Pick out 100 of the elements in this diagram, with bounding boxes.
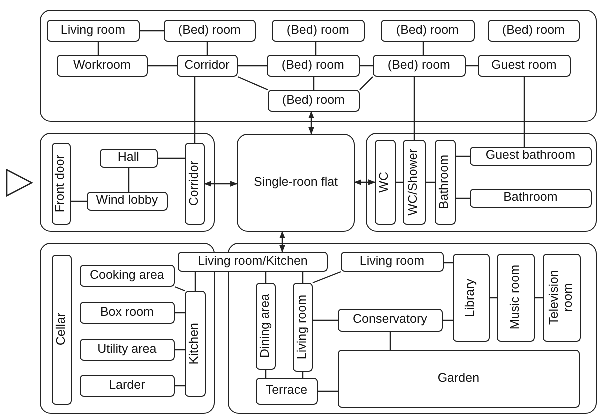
connector-line xyxy=(396,182,403,184)
connector-line xyxy=(390,332,392,350)
connector-line xyxy=(194,272,196,291)
connector-line xyxy=(175,385,185,387)
connector-line xyxy=(360,65,373,67)
room-box xyxy=(292,282,313,372)
connector-line xyxy=(194,77,196,143)
room-label: Hall xyxy=(118,151,140,166)
room-box xyxy=(178,252,328,272)
room-label: Garden xyxy=(438,372,480,386)
room-box xyxy=(80,374,175,397)
connector-line xyxy=(315,42,317,55)
group-box xyxy=(228,243,597,414)
connector-line xyxy=(71,200,87,202)
connector-line xyxy=(265,370,267,378)
room-label: (Bed) room xyxy=(282,58,344,73)
room-label: Terrace xyxy=(266,384,308,398)
connector-line xyxy=(302,272,304,283)
room-label: Living room xyxy=(360,254,424,269)
room-label: Corridor xyxy=(184,58,230,73)
room-box xyxy=(478,54,571,77)
connector-line xyxy=(466,65,478,67)
connector-line xyxy=(456,156,470,158)
room-label: Utility area xyxy=(98,342,157,357)
room-box xyxy=(46,20,140,42)
room-label: Guest bathroom xyxy=(486,149,576,164)
connector-line xyxy=(524,77,526,147)
room-label: Guest room xyxy=(492,58,557,73)
room-label: Music room xyxy=(508,265,523,330)
room-label: Television room xyxy=(548,269,576,328)
connector-line xyxy=(426,182,435,184)
room-box xyxy=(268,90,360,112)
connector-line xyxy=(422,42,424,55)
room-label: Kitchen xyxy=(188,322,202,365)
connector-line xyxy=(174,286,186,292)
room-label: Living room xyxy=(60,24,126,38)
room-box xyxy=(80,302,175,324)
room-box xyxy=(434,140,456,225)
group-box xyxy=(40,133,215,232)
room-label: (Bed) room xyxy=(388,58,450,73)
room-label: Bathroom xyxy=(438,155,452,210)
room-label: Library xyxy=(464,278,478,317)
room-label: (Bed) room xyxy=(286,24,350,38)
room-label: WC xyxy=(378,172,392,193)
double-arrow xyxy=(354,180,376,186)
connector-line xyxy=(312,271,342,284)
room-label: Conservatory xyxy=(353,313,428,328)
connector-line xyxy=(238,76,268,91)
connector-line xyxy=(98,42,100,55)
group-box xyxy=(40,10,597,122)
connector-line xyxy=(206,42,208,55)
connector-line xyxy=(443,320,453,322)
connector-line xyxy=(318,390,338,392)
room-label: Larder xyxy=(109,378,146,393)
connector-line xyxy=(444,262,453,264)
room-box xyxy=(184,142,205,225)
room-box xyxy=(272,20,365,42)
connector-line xyxy=(313,320,338,322)
connector-line xyxy=(360,76,374,90)
room-box xyxy=(164,20,256,42)
room-box xyxy=(488,20,580,42)
room-label: Cooking area xyxy=(90,268,164,283)
room-box xyxy=(380,20,475,42)
room-label: (Bed) room xyxy=(178,24,241,38)
room-label: (Bed) room xyxy=(396,24,459,38)
room-label: Single-roon flat xyxy=(254,176,338,190)
connector-line xyxy=(238,65,267,67)
group-box xyxy=(366,133,597,232)
room-label: Dining area xyxy=(258,294,273,358)
connector-line xyxy=(175,312,185,314)
connector-line xyxy=(140,30,164,32)
connector-line xyxy=(414,77,416,140)
room-box xyxy=(402,140,426,225)
room-box xyxy=(176,54,238,77)
room-box xyxy=(338,350,580,408)
double-arrow xyxy=(308,111,314,135)
room-label: Box room xyxy=(100,306,154,320)
connector-line xyxy=(158,158,185,160)
room-box xyxy=(80,264,175,287)
room-label: Living room xyxy=(296,294,310,360)
room-box xyxy=(52,254,72,405)
double-arrow xyxy=(204,181,238,187)
room-box xyxy=(340,252,444,272)
room-box xyxy=(338,308,443,332)
room-box xyxy=(266,54,360,77)
room-label: Front door xyxy=(54,154,68,213)
room-box xyxy=(100,148,158,168)
room-box xyxy=(470,188,592,208)
room-label: (Bed) room xyxy=(502,24,565,38)
room-label: Corridor xyxy=(188,161,202,206)
connector-line xyxy=(313,77,315,90)
room-label: Wind lobby xyxy=(96,194,158,208)
connector-line xyxy=(490,297,497,299)
room-box xyxy=(52,142,71,225)
room-label: Living room/Kitchen xyxy=(198,255,308,269)
room-box xyxy=(80,338,175,361)
room-box xyxy=(470,146,592,166)
connector-line xyxy=(302,372,304,378)
connector-line xyxy=(456,198,470,200)
room-box xyxy=(452,254,490,342)
